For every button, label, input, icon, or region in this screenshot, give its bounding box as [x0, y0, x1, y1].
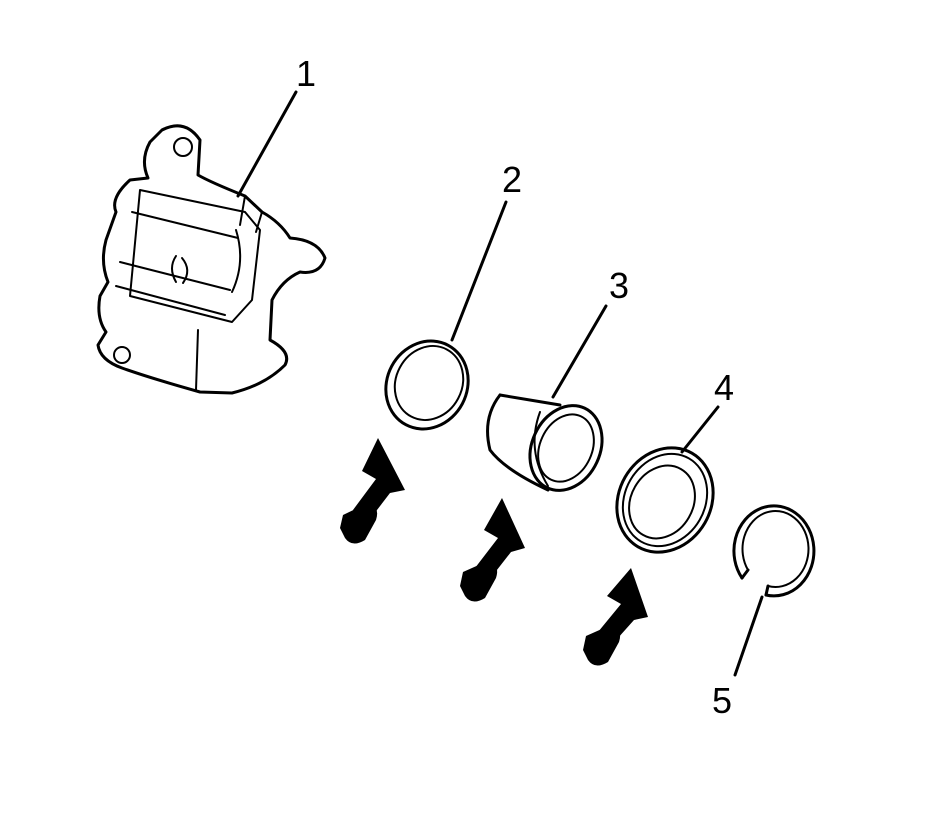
retaining-ring [732, 504, 816, 598]
piston [486, 393, 604, 492]
callout-1: 1 [296, 53, 316, 94]
grease-bottle-arrow-icon [460, 498, 525, 602]
grease-bottle-arrow-icon [340, 438, 405, 544]
callout-2: 2 [502, 159, 522, 200]
piston-seal [384, 339, 470, 431]
callout-3: 3 [609, 265, 629, 306]
caliper-housing [96, 124, 327, 395]
leader-lines [236, 90, 764, 677]
callout-4: 4 [714, 367, 734, 408]
grease-bottle-arrow-icon [583, 568, 648, 666]
callout-5: 5 [712, 680, 732, 721]
dust-boot [615, 446, 715, 554]
